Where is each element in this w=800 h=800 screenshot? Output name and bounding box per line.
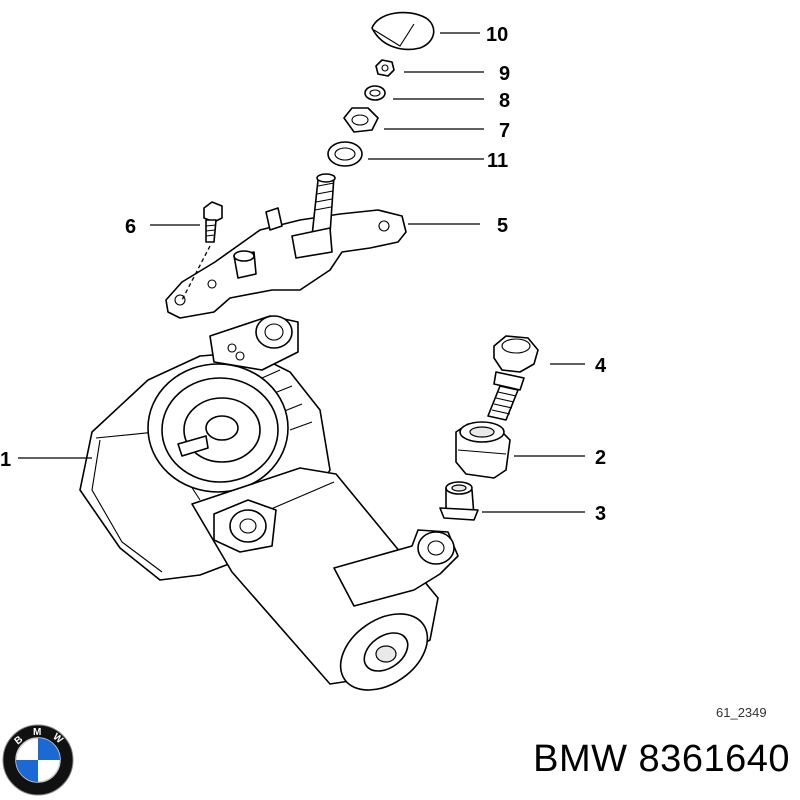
callout-6: 6: [125, 216, 136, 238]
part-2-grommet: [455, 421, 511, 479]
part-4-bolt: [487, 335, 539, 421]
callout-9: 9: [499, 63, 510, 85]
callout-4: 4: [595, 355, 607, 377]
part-7-hex-nut: [343, 107, 379, 133]
part-5-bracket: [165, 173, 407, 319]
part-number-caption: BMW 8361640: [533, 738, 790, 780]
reference-code: 61_2349: [716, 705, 767, 720]
callout-11: 11: [487, 150, 508, 172]
part-6-bolt: [203, 201, 223, 243]
bmw-roundel-logo-icon: B M W: [2, 724, 74, 796]
callout-1: 1: [0, 449, 11, 471]
part-9-nut: [375, 59, 395, 77]
part-8-washer: [364, 85, 386, 101]
svg-text:M: M: [33, 727, 41, 738]
callout-5: 5: [497, 215, 508, 237]
part-1-wiper-motor: [79, 315, 459, 691]
part-11-seal-ring: [327, 141, 363, 167]
part-3-bushing: [439, 481, 479, 521]
callout-2: 2: [595, 447, 606, 469]
callout-3: 3: [595, 503, 606, 525]
leader-6-dash: [181, 245, 211, 301]
callout-8: 8: [499, 90, 510, 112]
part-10-cap: [371, 11, 435, 51]
callout-7: 7: [499, 120, 510, 142]
callout-10: 10: [486, 24, 508, 46]
